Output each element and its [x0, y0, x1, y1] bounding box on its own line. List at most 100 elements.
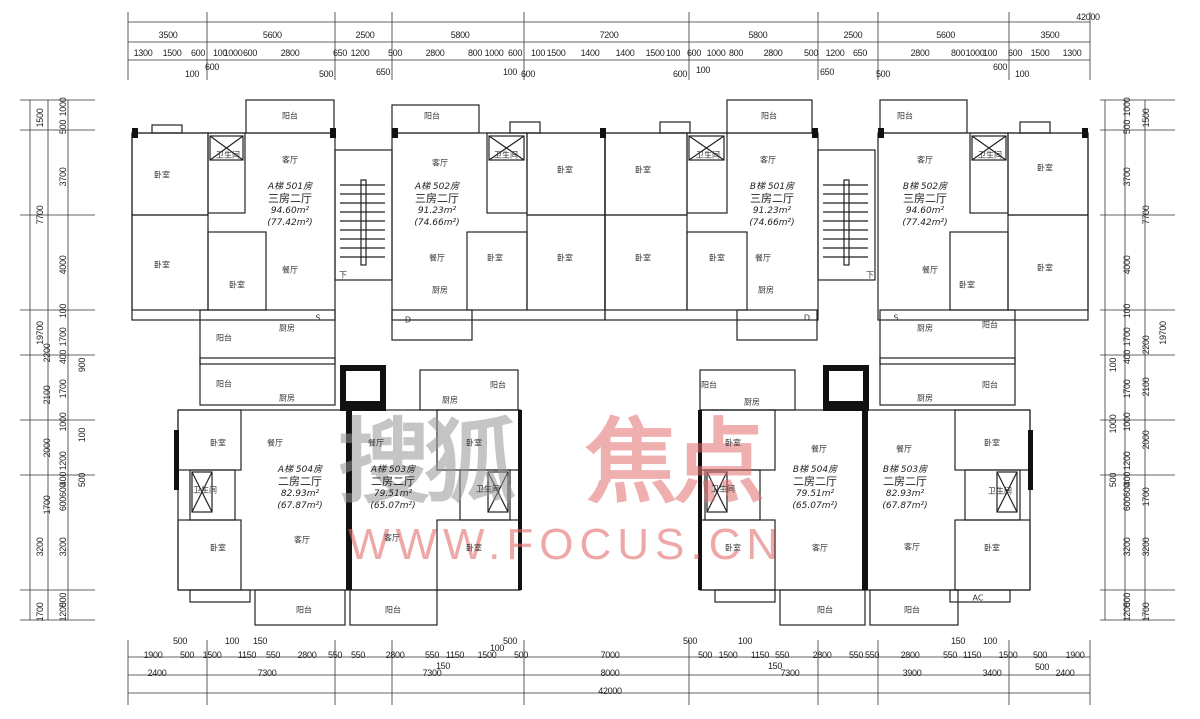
bathroom-wall [207, 132, 246, 214]
bedroom-wall [177, 519, 242, 591]
unit-label-b502: B梯 502房 三房二厅 94.60m² (77.42m²) [902, 181, 947, 229]
room-label-balcony: 阳台 [982, 320, 998, 330]
dimension-label: 500 [179, 650, 195, 660]
balcony-outline [779, 589, 866, 626]
slab [199, 357, 336, 365]
room-label-D: D [803, 313, 811, 323]
dimension-label: 1500 [202, 650, 222, 660]
dimension-label: 550 [774, 650, 790, 660]
dimension-label: 1200 [825, 48, 845, 58]
dimension-label: 4000 [1122, 255, 1132, 275]
room-label-bedroom: 卧室 [557, 253, 573, 263]
structural-column [1082, 128, 1088, 138]
structural-columns [132, 128, 1088, 590]
dimension-label: 1700 [1122, 379, 1132, 399]
slab [879, 357, 1016, 365]
unit-type: 三房二厅 [267, 192, 312, 205]
dimension-label: 500 [318, 69, 334, 79]
dimension-label: 1700 [1141, 487, 1151, 507]
dimension-label: 100 [212, 48, 228, 58]
room-label-dining: 餐厅 [429, 253, 445, 263]
dimension-label: 500 [58, 119, 68, 135]
dimension-label: 500 [697, 650, 713, 660]
dimension-label: 1500 [1030, 48, 1050, 58]
dimension-label: 7300 [422, 668, 442, 678]
dimension-label: 1700 [42, 495, 52, 515]
structural-column [878, 128, 884, 138]
room-label-bedroom: 卧室 [709, 253, 725, 263]
shower-icon [688, 135, 725, 161]
shower-icon [688, 135, 725, 161]
dimension-label: 2800 [812, 650, 832, 660]
shower-icon [191, 471, 213, 513]
unit-name: B梯 502房 [902, 182, 948, 192]
shower-icon [971, 135, 1007, 161]
dimension-label: 1500 [35, 108, 45, 128]
dimension-label: 2500 [355, 30, 375, 40]
dimension-label: 500 [1108, 472, 1118, 488]
watermark-focus-cn: 焦点 [585, 409, 765, 516]
room-label-dining: 餐厅 [811, 444, 827, 454]
structural-column [812, 128, 818, 138]
room-label-living: 客厅 [384, 533, 400, 543]
room-label-bath: 卫生间 [476, 484, 500, 494]
bedroom-wall [686, 231, 748, 311]
bedroom-wall [1007, 132, 1089, 216]
dimension-label: 500 [513, 650, 529, 660]
dimension-label: 500 [1032, 650, 1048, 660]
dimension-label: 600 [190, 48, 206, 58]
dimension-label: 1000 [223, 48, 243, 58]
bedroom-wall [526, 214, 606, 311]
room-label-dining: 餐厅 [282, 265, 298, 275]
dimension-label: 500 [803, 48, 819, 58]
dimension-label: 600600 [1122, 482, 1132, 512]
dimension-label: 1500 [645, 48, 665, 58]
room-label-down: 下 [339, 270, 347, 280]
stair-outline [334, 149, 393, 281]
dimension-label: 100 [184, 69, 200, 79]
unit-label-b504: B梯 504房 二房二厅 79.51m² (65.07m²) [792, 464, 837, 512]
dimension-label: 2500 [843, 30, 863, 40]
dimension-label: 2800 [297, 650, 317, 660]
dimension-label: 3900 [902, 668, 922, 678]
room-label-bedroom: 卧室 [984, 438, 1000, 448]
dimension-label: 2800 [900, 650, 920, 660]
dimension-label: 100 [530, 48, 546, 58]
dimension-label: 550 [848, 650, 864, 660]
room-label-down: 下 [866, 270, 874, 280]
dimension-label: 500 [387, 48, 403, 58]
dimension-label: 800 [728, 48, 744, 58]
dimension-label: 1500 [718, 650, 738, 660]
dimension-label: 1000 [1122, 412, 1132, 432]
dimension-label: 550 [265, 650, 281, 660]
watermark-url: WWW.FOCUS.CN [348, 520, 785, 569]
dimension-label: 150 [950, 636, 966, 646]
bathroom-wall [486, 132, 528, 214]
watermark-sohu: 搜狐 [338, 408, 516, 516]
dimension-label: 650 [852, 48, 868, 58]
dimension-label: 600 [204, 62, 220, 72]
dimension-label: 1000 [965, 48, 985, 58]
elevator-car [829, 371, 863, 401]
unit-inner-area: (77.42m²) [902, 218, 948, 228]
unit-name: B梯 504房 [792, 465, 838, 475]
room-label-kitchen: 厨房 [917, 323, 933, 333]
dimension-label: 100 [1108, 357, 1118, 373]
stair-outline [817, 149, 876, 281]
bedroom-wall [131, 132, 209, 216]
room-label-balcony: 阳台 [385, 605, 401, 615]
dimension-label: 100 [1014, 69, 1030, 79]
room-label-balcony: 阳台 [424, 111, 440, 121]
bedroom-wall [949, 231, 1009, 311]
dimension-label: 100 [737, 636, 753, 646]
unit-label-b503: B梯 503房 二房二厅 82.93m² (67.87m²) [882, 464, 927, 512]
unit-label-a502: A梯 502房 三房二厅 91.23m² (74.66m²) [414, 181, 459, 229]
shower-icon [488, 135, 525, 161]
room-label-living: 客厅 [917, 155, 933, 165]
room-label-bedroom: 卧室 [466, 543, 482, 553]
dimension-label: 2200 [42, 343, 52, 363]
unit-area: 94.60m² [905, 206, 945, 216]
dimension-label: 1000 [58, 412, 68, 432]
shower-icon [209, 135, 244, 161]
dimension-label: 3700 [58, 167, 68, 187]
